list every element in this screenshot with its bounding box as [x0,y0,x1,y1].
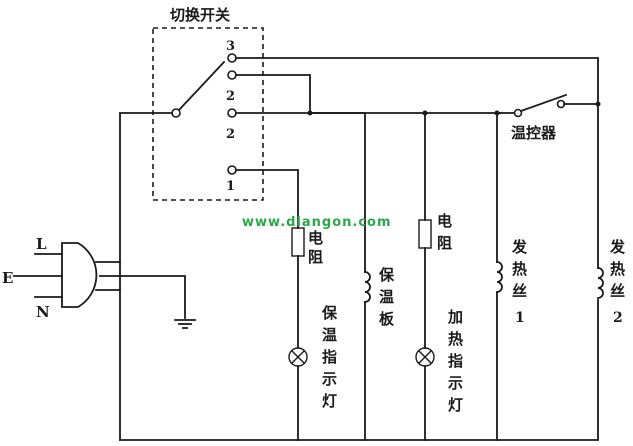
switch-blade [177,60,226,112]
keep-warm-plate-label: 保 温 板 [378,266,395,328]
heating-lamp-char-0: 加 [447,308,463,326]
heater1-char-3: 1 [515,310,525,326]
heating-lamp-char-2: 指 [448,352,463,370]
wire-plug-E [99,275,186,319]
keep-warm-lamp-char-0: 保 [321,304,338,322]
label-N: N [36,303,50,321]
heater2-char-1: 热 [610,260,625,278]
watermark: www.diangon.com [242,215,392,230]
keep-warm-lamp-char-2: 指 [322,348,337,366]
keep-warm-lamp-char-3: 示 [322,370,337,388]
heater1-label: 发 热 丝 1 [511,238,528,326]
thermostat-blade [519,93,568,113]
switch-terminal-2a [227,70,237,80]
heater1-char-2: 丝 [512,282,527,300]
keep-warm-plate-char-2: 板 [379,310,395,328]
heater1-coil [496,261,503,293]
heater2-label: 发 热 丝 2 [609,238,626,326]
heater2-coil [597,267,604,299]
label-L: L [36,235,47,253]
wire-2a [235,74,311,114]
keep-warm-lamp-char-1: 温 [322,326,337,344]
switch-pos-2b: 2 [226,127,235,142]
lamp-keep-warm-x2 [291,350,305,364]
switch-box [152,27,264,201]
keep-warm-lamp-label: 保 温 指 示 灯 [321,304,338,410]
keep-warm-lamp-char-4: 灯 [322,392,337,410]
wire-common-left [119,112,173,441]
resistor-right-label-1: 电 [437,212,452,230]
switch-terminal-2b [227,108,237,118]
keep-warm-plate-coil [364,271,371,303]
resistor-right-label-2: 阻 [437,234,452,252]
wire-top-3 [235,57,599,269]
switch-pos-1: 1 [226,179,235,194]
resistor-left-label-1: 电 [308,229,323,247]
heating-lamp-char-4: 灯 [448,396,463,414]
switch-terminal-3 [227,53,237,63]
heater1-char-0: 发 [511,238,528,256]
resistor-right [418,219,432,249]
label-E: E [2,269,13,287]
heating-lamp-char-3: 示 [448,374,463,392]
lamp-heating-x2 [418,350,432,364]
heater1-char-1: 热 [512,260,527,278]
heating-lamp-label: 加 热 指 示 灯 [447,308,463,414]
wire-pos1 [235,169,299,229]
thermostat-label: 温控器 [511,124,557,142]
switch-pos-2a: 2 [226,89,235,104]
wire-bottom [119,299,599,441]
switch-terminal-1 [227,165,237,175]
switch-pos-3: 3 [226,39,235,54]
resistor-left-label-2: 阻 [308,248,323,266]
plug-body [61,242,98,308]
keep-warm-plate-char-1: 温 [379,288,394,306]
junction-598 [595,101,601,107]
wire-keep-warm-plate-top [309,112,366,273]
keep-warm-plate-char-0: 保 [378,266,395,284]
switch-title: 切换开关 [170,6,230,24]
heater2-char-3: 2 [613,310,623,326]
heater2-char-2: 丝 [610,282,625,300]
heater2-char-0: 发 [609,238,626,256]
resistor-left [291,227,305,257]
heating-lamp-char-1: 热 [448,330,463,348]
